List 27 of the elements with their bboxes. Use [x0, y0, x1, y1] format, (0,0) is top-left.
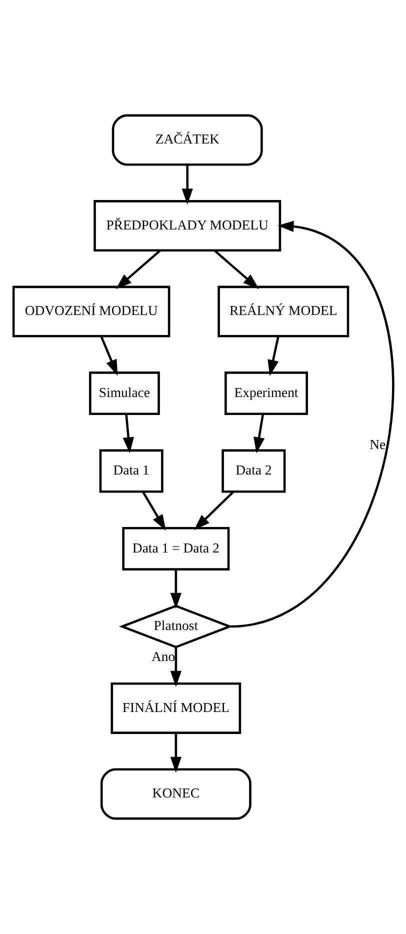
arrow: [100, 336, 118, 376]
node-box: FINÁLNÍ MODEL: [110, 682, 241, 734]
edge-label: Ne: [369, 437, 386, 452]
arrow: [267, 336, 279, 376]
arrow: [170, 733, 182, 773]
node-box: Data 1 = Data 2: [122, 527, 230, 570]
arrow: [115, 250, 160, 290]
arrow: [170, 570, 182, 609]
node-box: KONEC: [100, 768, 251, 820]
node-box: Data 1: [98, 449, 163, 493]
edge-label: Ano: [151, 649, 175, 664]
arrow: [253, 414, 264, 454]
arrow: [170, 647, 182, 687]
node-box: ZAČÁTEK: [111, 114, 262, 166]
arrow: [230, 220, 394, 628]
arrow: [194, 491, 234, 530]
node-box: ODVOZENÍ MODELU: [12, 286, 170, 338]
node-box: Simulace: [88, 372, 160, 415]
arrow: [213, 250, 258, 290]
arrow: [122, 414, 134, 454]
arrow: [181, 164, 192, 205]
node-box: Experiment: [224, 372, 308, 415]
arrow: [142, 491, 166, 531]
node-diamond: Platnost: [118, 604, 232, 648]
node-box: REÁLNÝ MODEL: [217, 286, 349, 338]
node-box: Data 2: [221, 449, 286, 493]
node-box: PŘEDPOKLADY MODELU: [93, 200, 281, 252]
